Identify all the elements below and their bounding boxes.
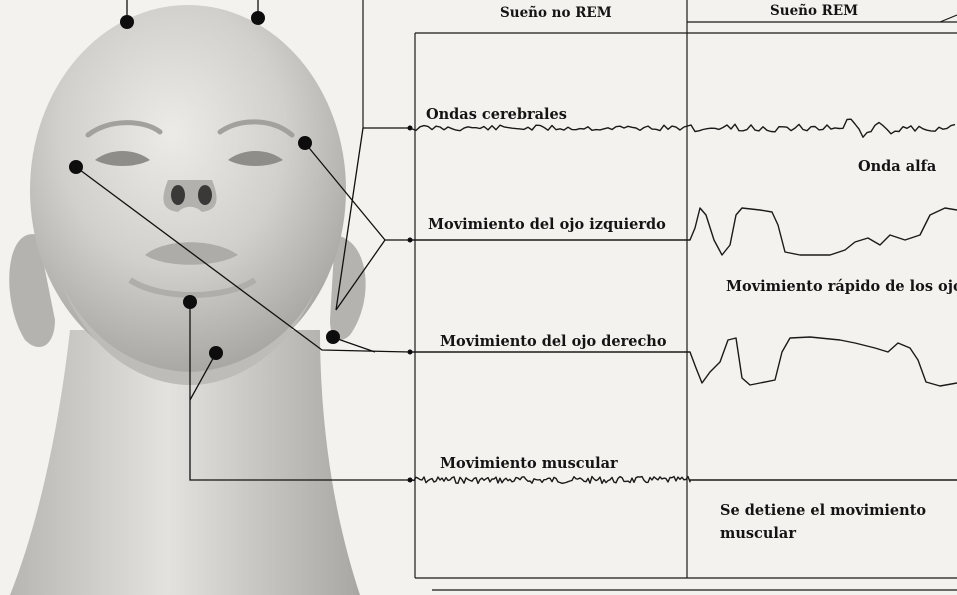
label-rapid-eye-movement: Movimiento rápido de los ojos <box>726 278 957 295</box>
connector-right-eye <box>408 350 413 355</box>
header-rem: Sueño REM <box>770 3 858 20</box>
muscle-trace <box>412 477 957 484</box>
label-alpha-wave: Onda alfa <box>858 158 936 175</box>
label-muscle: Movimiento muscular <box>440 455 618 472</box>
label-brain-waves: Ondas cerebrales <box>426 106 567 123</box>
electrode-throat <box>209 346 223 360</box>
left-nostril <box>171 185 185 205</box>
electrode-scalp-left <box>120 15 134 29</box>
label-left-eye: Movimiento del ojo izquierdo <box>428 216 666 233</box>
connector-brain <box>408 126 413 131</box>
connector-left-eye <box>408 238 413 243</box>
right-nostril <box>198 185 212 205</box>
label-muscle-stops-2: muscular <box>720 525 796 542</box>
electrode-temple-right <box>298 136 312 150</box>
header-non-rem: Sueño no REM <box>500 5 612 22</box>
electrode-temple-left <box>69 160 83 174</box>
electrode-jaw-right <box>326 330 340 344</box>
electrode-scalp-right <box>251 11 265 25</box>
label-right-eye: Movimiento del ojo derecho <box>440 333 667 350</box>
label-muscle-stops-1: Se detiene el movimiento <box>720 502 926 519</box>
electrode-chin <box>183 295 197 309</box>
rem-header-box-edge <box>940 15 957 22</box>
connector-muscle <box>408 478 413 483</box>
